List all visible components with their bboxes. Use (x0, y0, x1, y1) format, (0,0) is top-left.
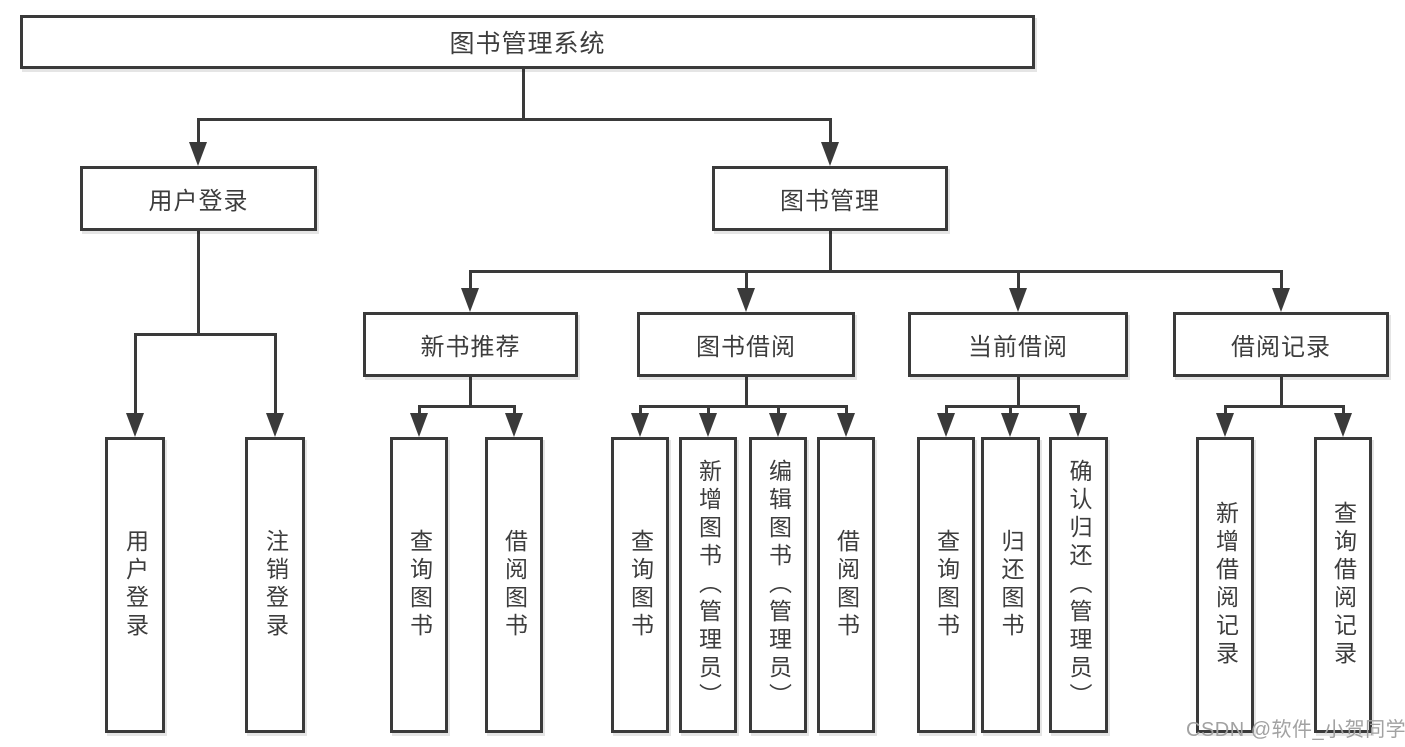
connector-line (1279, 377, 1283, 406)
node-label: 借阅图书 (501, 529, 528, 641)
leaf-query-books-current: 查询图书 (917, 437, 975, 733)
arrowhead-down-icon (1069, 413, 1087, 437)
connector-line (828, 231, 832, 271)
arrowhead-down-icon (937, 413, 955, 437)
node-label: 查询图书 (627, 529, 654, 641)
connector-line (196, 119, 200, 148)
node-library-management-system: 图书管理系统 (20, 15, 1035, 69)
arrowhead-down-icon (1001, 413, 1019, 437)
node-label: 查询图书 (406, 529, 433, 641)
arrowhead-down-icon (410, 413, 428, 437)
arrowhead-down-icon (631, 413, 649, 437)
arrowhead-down-icon (266, 413, 284, 437)
node-label: 注销登录 (262, 529, 289, 641)
node-label: 查询图书 (933, 529, 960, 641)
connector-line (1279, 271, 1283, 296)
node-current-borrow: 当前借阅 (908, 312, 1128, 377)
leaf-return-books: 归还图书 (981, 437, 1040, 733)
node-label: 当前借阅 (968, 334, 1068, 361)
connector-line (468, 377, 472, 406)
node-label: 图书管理系统 (449, 30, 606, 58)
node-label: 借阅图书 (833, 529, 860, 641)
connector-line (1016, 377, 1020, 406)
node-label: 新增借阅记录 (1212, 501, 1239, 669)
connector-line (417, 404, 516, 408)
node-label: 归还图书 (998, 529, 1024, 641)
arrowhead-down-icon (1216, 413, 1234, 437)
node-borrow-records: 借阅记录 (1173, 312, 1389, 377)
node-label: 新增图书（管理员） (695, 459, 722, 711)
node-label: 图书借阅 (696, 334, 796, 361)
arrowhead-down-icon (505, 413, 523, 437)
arrowhead-down-icon (1334, 413, 1352, 437)
node-label: 借阅记录 (1231, 334, 1331, 361)
arrowhead-down-icon (1272, 288, 1290, 312)
connector-line (828, 119, 832, 148)
arrowhead-down-icon (189, 142, 207, 166)
node-label: 新书推荐 (420, 334, 521, 361)
node-label: 编辑图书（管理员） (765, 459, 792, 711)
connector-line (196, 231, 200, 334)
arrowhead-down-icon (737, 288, 755, 312)
connector-line (1223, 404, 1345, 408)
connector-line (521, 69, 525, 119)
arrowhead-down-icon (837, 413, 855, 437)
connector-line (468, 269, 1283, 273)
connector-line (744, 271, 748, 296)
leaf-add-borrow-record: 新增借阅记录 (1196, 437, 1254, 733)
leaf-borrow-books: 借阅图书 (817, 437, 875, 733)
leaf-borrow-books-recommend: 借阅图书 (485, 437, 543, 733)
node-label: 查询借阅记录 (1330, 501, 1357, 669)
arrowhead-down-icon (699, 413, 717, 437)
arrowhead-down-icon (769, 413, 787, 437)
leaf-query-borrow-record: 查询借阅记录 (1314, 437, 1372, 733)
connector-line (944, 404, 1080, 408)
arrowhead-down-icon (461, 288, 479, 312)
node-new-book-recommend: 新书推荐 (363, 312, 578, 377)
leaf-user-login: 用户登录 (105, 437, 165, 733)
leaf-logout: 注销登录 (245, 437, 305, 733)
leaf-edit-books-admin: 编辑图书（管理员） (749, 437, 807, 733)
node-label: 用户登录 (122, 529, 149, 641)
connector-line (196, 117, 832, 121)
connector-line (273, 334, 277, 420)
connector-line (1016, 271, 1020, 296)
arrowhead-down-icon (821, 142, 839, 166)
node-label: 用户登录 (148, 188, 249, 215)
node-label: 图书管理 (780, 188, 880, 215)
node-user-login: 用户登录 (80, 166, 317, 231)
connector-line (133, 332, 277, 336)
leaf-add-books-admin: 新增图书（管理员） (679, 437, 737, 733)
connector-line (744, 377, 748, 406)
node-book-borrow: 图书借阅 (637, 312, 855, 377)
csdn-watermark: CSDN @软件_小贺同学 (1186, 719, 1405, 741)
leaf-query-books-recommend: 查询图书 (390, 437, 448, 733)
connector-line (133, 334, 137, 420)
arrowhead-down-icon (1009, 288, 1027, 312)
leaf-query-books-borrow: 查询图书 (611, 437, 669, 733)
node-book-management: 图书管理 (712, 166, 948, 231)
leaf-confirm-return-admin: 确认归还（管理员） (1049, 437, 1108, 733)
connector-line (638, 404, 848, 408)
node-label: 确认归还（管理员） (1066, 459, 1092, 711)
arrowhead-down-icon (126, 413, 144, 437)
connector-line (468, 271, 472, 296)
